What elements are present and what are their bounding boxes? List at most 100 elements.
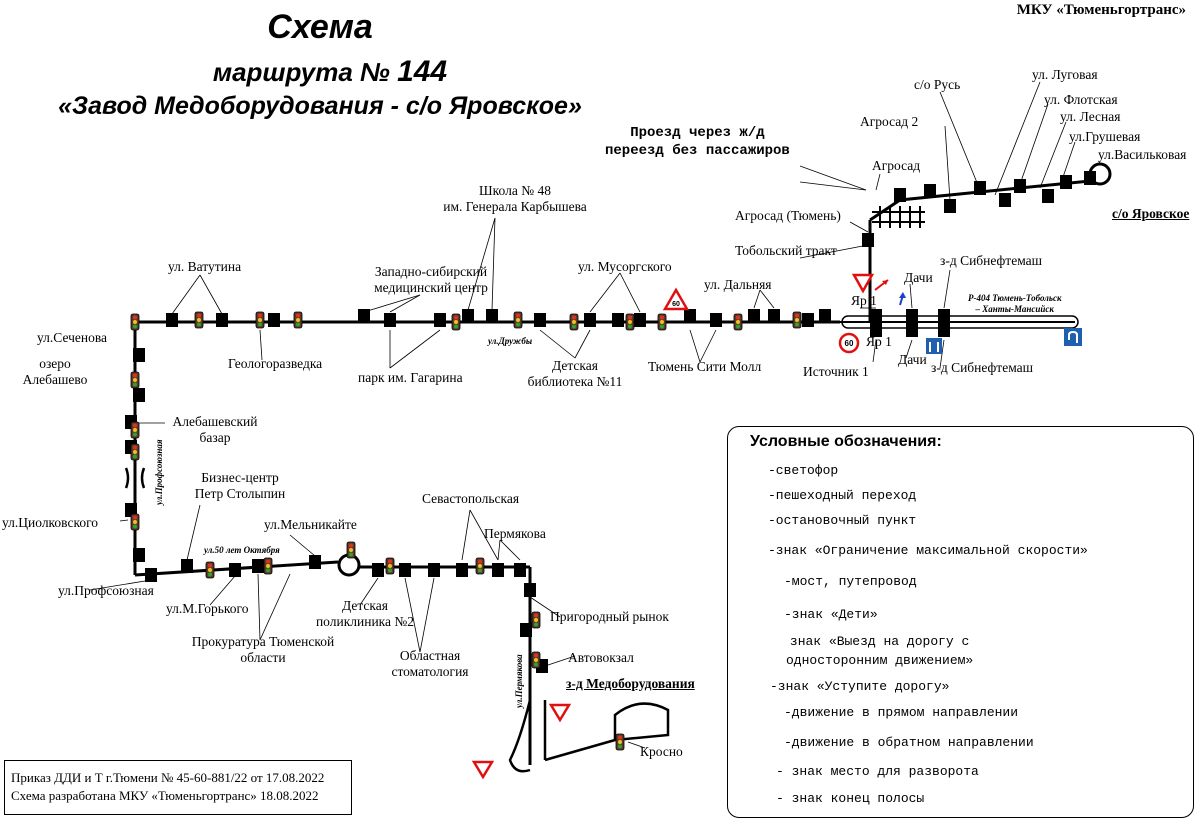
stop-marker: [133, 388, 145, 402]
stop-prigorodny-rynok: Пригородный рынок: [550, 609, 669, 624]
callout-line: [497, 539, 501, 561]
street-druzhby: ул.Дружбы: [488, 336, 533, 346]
stop-marker: [399, 563, 411, 577]
callout-line: [539, 329, 576, 359]
order-box: Приказ ДДИ и Т г.Тюмени № 45-60-881/22 о…: [4, 760, 352, 815]
traffic-light-icon: [130, 371, 140, 389]
stop-krosno: Кросно: [640, 744, 683, 759]
traffic-light-icon: [205, 561, 215, 579]
yield-sign: [851, 273, 875, 294]
stop-marker: [125, 503, 137, 517]
traffic-light-icon: [346, 541, 356, 559]
stop-marker: [819, 309, 831, 323]
callout-line: [529, 596, 561, 618]
legend-one-way: знак «Выезд на дорогу с односторонним дв…: [786, 634, 974, 668]
legend-lane-end: - знак конец полосы: [776, 791, 925, 806]
callout-line: [619, 272, 641, 313]
stop-grushevaya: ул.Грушевая: [1069, 129, 1141, 144]
traffic-light-icon: [513, 311, 523, 329]
stop-marker: [428, 563, 440, 577]
route-number: 144: [397, 55, 448, 88]
traffic-light-icon: [130, 421, 140, 439]
stop-marker: [133, 348, 145, 362]
stop-marker: [372, 563, 384, 577]
callout-line: [389, 329, 441, 369]
stop-marker: [1014, 179, 1026, 193]
traffic-light-icon: [451, 313, 461, 331]
stop-sechenova: ул.Сеченова: [37, 330, 108, 345]
stop-marker: [802, 313, 814, 327]
stop-marker: [309, 555, 321, 569]
callout-line: [404, 577, 421, 653]
developed-line: Схема разработана МКУ «Тюменьгортранс» 1…: [11, 788, 319, 803]
callout-line: [1061, 141, 1076, 181]
traffic-light-icon: [293, 311, 303, 329]
children-sign: 60: [662, 287, 690, 311]
stop-marker: [520, 623, 532, 637]
svg-text:60: 60: [845, 339, 854, 348]
callout-line: [1084, 161, 1101, 176]
callout-line: [627, 741, 646, 749]
callout-line: [574, 329, 591, 359]
callout-line: [909, 283, 913, 309]
stop-marker: [434, 313, 446, 327]
callout-line: [544, 655, 576, 667]
callout-line: [1017, 103, 1049, 191]
stop-m-gorkogo: ул.М.Горького: [166, 601, 249, 616]
traffic-light-icon: [733, 313, 743, 331]
stop-dalnyaya: ул. Дальняя: [704, 277, 772, 292]
south-terminal-roads: [508, 699, 670, 773]
speed-limit-sign: 60: [838, 332, 860, 354]
stop-marker: [974, 181, 986, 195]
callout-line: [753, 289, 761, 309]
legend-reverse: -движение в обратном направлении: [784, 735, 1034, 750]
stop-marker: [944, 199, 956, 213]
stop-agrosad-2: Агросад 2: [860, 114, 919, 129]
callout-line: [461, 509, 471, 561]
callout-line: [944, 125, 951, 201]
callout-line: [419, 577, 435, 653]
callout-line: [499, 539, 521, 561]
stop-marker: [486, 309, 498, 323]
stop-agrosad-tyumen: Агросад (Тюмень): [735, 208, 841, 223]
callout-line: [289, 534, 316, 557]
callout-line: [875, 173, 881, 191]
legend-children: -знак «Дети»: [784, 607, 878, 622]
stop-marker: [456, 563, 468, 577]
stop-lugovaya: ул. Луговая: [1032, 67, 1098, 82]
stop-marker: [684, 309, 696, 323]
stop-melnikayte: ул.Мельникайте: [264, 517, 357, 532]
legend-title: Условные обозначения:: [750, 433, 942, 450]
legend-forward: -движение в прямом направлении: [784, 705, 1019, 720]
callout-line: [872, 339, 877, 363]
stop-marker: [612, 313, 624, 327]
stop-marker: [133, 548, 145, 562]
street-50-let-oktyabrya: ул.50 лет Октября: [204, 545, 280, 555]
stop-zd-sibneftemash-bottom: з-д Сибнефтемаш: [931, 360, 1034, 375]
stop-marker: [748, 309, 760, 323]
railway-crossing: [872, 206, 925, 228]
stop-business-center: Бизнес-центр Петр Столыпин: [194, 470, 286, 501]
stop-school-48: Школа № 48 им. Генерала Карбышева: [443, 183, 587, 214]
legend-panel: Условные обозначения: -светофор -пешеход…: [727, 426, 1194, 818]
traffic-light-icon: [130, 513, 140, 531]
stop-marker: [870, 309, 882, 323]
stop-marker: [924, 184, 936, 198]
stop-flotskaya: ул. Флотская: [1044, 92, 1118, 107]
stop-marker: [252, 559, 264, 573]
end-of-lane-sign: [926, 338, 942, 354]
stop-agrosad: Агросад: [872, 158, 921, 173]
traffic-lights-layer: [130, 311, 802, 751]
stop-polyclinic-2: Детская поликлиника №2: [315, 598, 415, 629]
route-number-title: маршрута № 144: [200, 55, 460, 89]
stop-yar1-top: Яр 1: [851, 293, 877, 308]
stop-tsiolkovskogo: ул.Циолковского: [2, 515, 99, 530]
traffic-light-icon: [130, 443, 140, 461]
stop-lesnaya: ул. Лесная: [1060, 109, 1121, 124]
stop-yar1-bottom: Яр 1: [866, 334, 892, 349]
stop-vatutina: ул. Ватутина: [168, 259, 242, 274]
stop-geologorazvedka: Геологоразведка: [228, 356, 323, 371]
traffic-light-icon: [792, 311, 802, 329]
traffic-light-icon: [263, 557, 273, 575]
callout-line: [186, 504, 201, 561]
